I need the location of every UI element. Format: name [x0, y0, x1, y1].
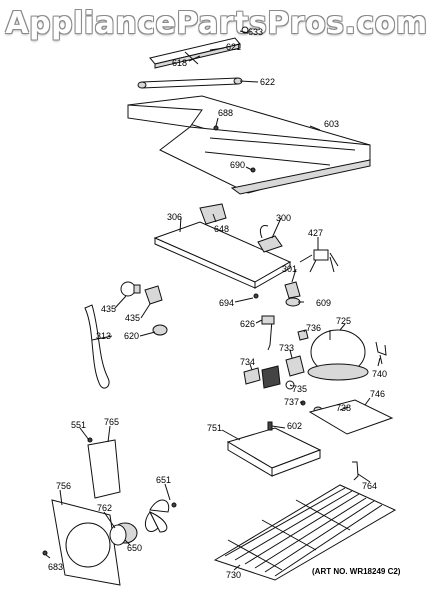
art-number: (ART NO. WR18249 C2): [312, 567, 401, 576]
label-725: 725: [336, 316, 351, 326]
part-timer-300: [257, 225, 283, 253]
part-plate-746: [308, 399, 394, 435]
part-736: [297, 329, 309, 341]
label-427: 427: [308, 228, 323, 238]
label-736: 736: [306, 323, 321, 333]
label-551: 551: [71, 420, 86, 430]
label-603: 603: [324, 119, 339, 129]
label-746: 746: [370, 389, 385, 399]
part-drain-pan-751: [226, 427, 322, 477]
part-301: [284, 281, 301, 299]
part-734-body: [261, 365, 281, 389]
label-621: 621: [226, 42, 241, 52]
label-694: 694: [219, 298, 234, 308]
part-labels: 633 621 618 622 688 603 690 306 648 300 …: [48, 27, 401, 580]
part-motor-650: [109, 522, 138, 546]
part-764: [352, 461, 359, 481]
part-bracket-621: [149, 26, 249, 69]
screw-551: [87, 437, 93, 443]
label-734: 734: [240, 357, 255, 367]
part-cover-603: [127, 95, 371, 195]
label-313: 313: [96, 331, 111, 341]
label-633: 633: [248, 27, 263, 37]
part-734: [243, 367, 261, 385]
label-765: 765: [104, 417, 119, 427]
label-618: 618: [172, 58, 187, 68]
label-690: 690: [230, 160, 245, 170]
label-730: 730: [226, 570, 241, 580]
part-harness-427: [299, 249, 339, 273]
part-tray-306: [153, 203, 292, 299]
part-602: [267, 421, 273, 431]
part-bulb-435: [120, 281, 141, 297]
label-650: 650: [127, 543, 142, 553]
label-435a: 435: [101, 304, 116, 314]
part-626-body: [261, 315, 275, 325]
label-620: 620: [124, 331, 139, 341]
label-306: 306: [167, 212, 182, 222]
label-648: 648: [214, 224, 229, 234]
part-socket-435: [144, 285, 163, 305]
label-651: 651: [156, 475, 171, 485]
label-609: 609: [316, 298, 331, 308]
label-626: 626: [240, 319, 255, 329]
label-602: 602: [287, 421, 302, 431]
part-fan-shroud-756: [51, 499, 121, 586]
part-620: [152, 324, 168, 336]
label-756: 756: [56, 481, 71, 491]
label-735: 735: [292, 384, 307, 394]
label-300: 300: [276, 213, 291, 223]
part-relay-733: [285, 355, 305, 377]
label-740: 740: [372, 369, 387, 379]
part-light-bar-622: [137, 77, 243, 89]
part-609: [285, 297, 301, 307]
leader-lines: [45, 30, 381, 571]
part-fan-blade-762: [145, 499, 177, 533]
label-733: 733: [279, 343, 294, 353]
label-737: 737: [284, 397, 299, 407]
label-762: 762: [97, 503, 112, 513]
screw-688: [213, 125, 219, 131]
watermark: AppliancePartsPros.com: [5, 6, 428, 41]
label-301: 301: [282, 264, 297, 274]
label-751: 751: [207, 423, 222, 433]
part-compressor-725: [307, 329, 369, 381]
label-622: 622: [260, 77, 275, 87]
label-738: 738: [336, 403, 351, 413]
part-condenser-730: [213, 484, 397, 581]
part-740: [375, 341, 387, 365]
label-764: 764: [362, 481, 377, 491]
label-688: 688: [218, 108, 233, 118]
part-tube-313: [84, 304, 110, 389]
screw-683: [42, 550, 48, 556]
label-435b: 435: [125, 313, 140, 323]
label-683: 683: [48, 562, 63, 572]
part-baffle-765: [87, 439, 121, 499]
